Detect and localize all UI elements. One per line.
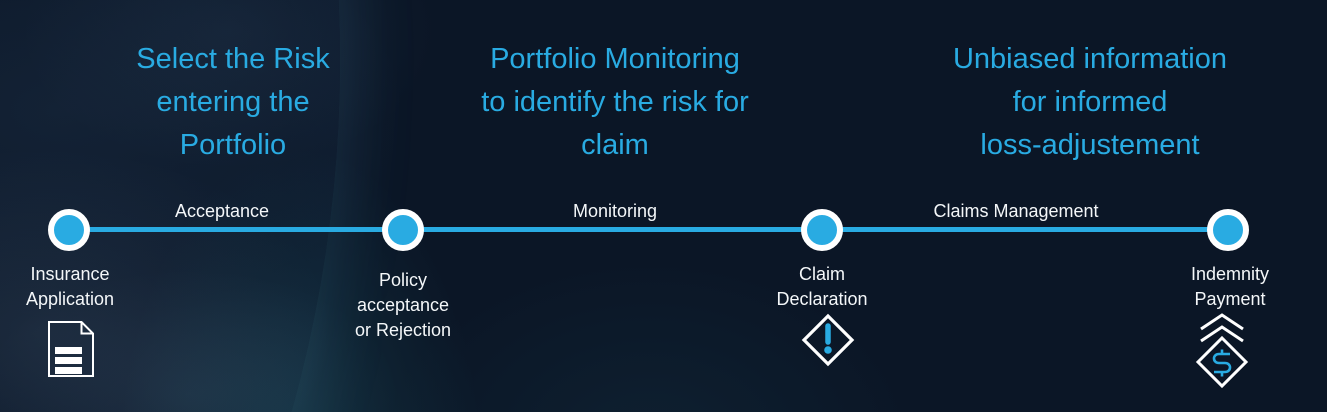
node-label-line: or Rejection [354,320,452,340]
heading-line: Portfolio Monitoring [490,43,740,75]
heading-line: for informed [1012,86,1168,118]
heading-portfolio-monitoring: Portfolio Monitoring to identify the ris… [435,38,795,167]
node-label-line: Application [25,289,115,309]
timeline-node-indemnity-payment [1207,209,1249,251]
earth-background [0,0,340,412]
segment-label-monitoring: Monitoring [572,201,658,221]
node-label-insurance-application: Insurance Application [26,262,114,312]
timeline-line [69,227,1228,232]
node-label-line: acceptance [356,295,450,315]
node-label-line: Declaration [776,289,868,309]
segment-label-acceptance: Acceptance [174,201,270,221]
node-label-line: Insurance [30,264,110,284]
heading-line: loss-adjustement [980,129,1200,161]
node-label-policy-acceptance: Policy acceptance or Rejection [355,268,451,343]
claim-alert-icon [801,313,855,372]
heading-line: Select the Risk [136,43,330,75]
node-label-line: Payment [1194,289,1266,309]
heading-line: to identify the risk for [481,86,749,118]
payment-dollar-icon [1194,312,1250,395]
heading-line: Portfolio [179,129,287,161]
heading-select-risk: Select the Risk entering the Portfolio [53,38,413,167]
document-icon [47,320,95,383]
node-label-line: Claim [798,264,846,284]
timeline-node-policy-acceptance [382,209,424,251]
segment-label-claims-management: Claims Management [933,201,1099,221]
heading-unbiased-information: Unbiased information for informed loss-a… [910,38,1270,167]
timeline-node-claim-declaration [801,209,843,251]
timeline-node-insurance-application [48,209,90,251]
heading-line: Unbiased information [952,43,1228,75]
node-label-indemnity-payment: Indemnity Payment [1191,262,1269,312]
heading-line: claim [581,129,649,161]
node-label-line: Indemnity [1190,264,1270,284]
heading-line: entering the [156,86,310,118]
node-label-claim-declaration: Claim Declaration [776,262,867,312]
node-label-line: Policy [378,270,428,290]
